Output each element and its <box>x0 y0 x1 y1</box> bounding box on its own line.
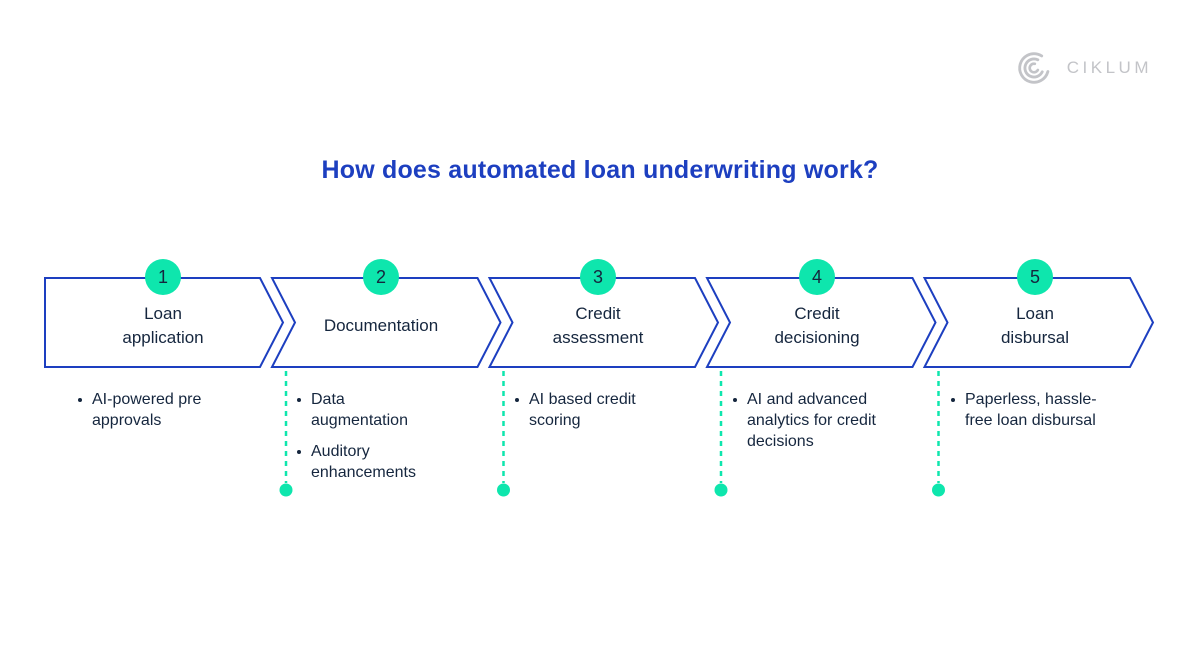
step-3-bullets: AI based credit scoring <box>513 389 698 441</box>
step-2-label: Documentation <box>323 315 439 335</box>
connector-dot-3 <box>714 483 728 497</box>
bullet-item: Auditory enhancements <box>295 441 480 483</box>
bullet-text: Paperless, hassle- free loan disbursal <box>965 391 1097 429</box>
step-1-number-badge: 1 <box>145 259 181 295</box>
connector-dot-2 <box>497 483 510 497</box>
step-4-number-badge: 4 <box>799 259 835 295</box>
bullet-item: Paperless, hassle- free loan disbursal <box>949 389 1134 431</box>
bullet-text: AI and advanced analytics for credit dec… <box>747 391 876 450</box>
bullet-text: Auditory enhancements <box>311 443 416 481</box>
step-4-bullets: AI and advanced analytics for credit dec… <box>731 389 916 462</box>
connector-dot-4 <box>932 483 945 497</box>
bullet-item: AI and advanced analytics for credit dec… <box>731 389 916 452</box>
bullet-text: AI based credit scoring <box>529 391 636 429</box>
chevron-step-3 <box>487 277 720 368</box>
step-4-label: Credit decisioning <box>774 303 860 347</box>
step-3-label: Credit assessment <box>552 303 644 347</box>
connector-dot-1 <box>279 483 293 497</box>
ciklum-logo-text: CIKLUM <box>1066 58 1152 77</box>
step-2-bullets: Data augmentation Auditory enhancements <box>295 389 480 493</box>
chevron-step-5 <box>922 277 1155 368</box>
bullet-dot-icon <box>297 398 301 402</box>
bullet-dot-icon <box>297 450 301 454</box>
step-2-number-badge: 2 <box>363 259 399 295</box>
bullet-item: AI-powered pre approvals <box>76 389 261 431</box>
bullet-text: AI-powered pre approvals <box>92 391 202 429</box>
bullet-dot-icon <box>78 398 82 402</box>
bullet-dot-icon <box>951 398 955 402</box>
page-title: How does automated loan underwriting wor… <box>321 156 879 184</box>
step-5-bullets: Paperless, hassle- free loan disbursal <box>949 389 1134 441</box>
bullet-text: Data augmentation <box>311 391 408 429</box>
bullet-dot-icon <box>515 398 519 402</box>
bullet-item: Data augmentation <box>295 389 480 431</box>
ciklum-logo: CIKLUM <box>1013 47 1152 89</box>
ciklum-logo-icon <box>1018 52 1050 84</box>
step-5-number-badge: 5 <box>1017 259 1053 295</box>
step-5-label: Loan disbursal <box>1000 303 1070 347</box>
bullet-dot-icon <box>733 398 737 402</box>
step-1-label: Loan application <box>122 303 204 347</box>
chevron-step-2 <box>270 277 502 368</box>
chevron-step-4 <box>705 277 937 368</box>
step-1-bullets: AI-powered pre approvals <box>76 389 261 441</box>
step-3-number-badge: 3 <box>580 259 616 295</box>
bullet-item: AI based credit scoring <box>513 389 698 431</box>
chevron-step-1 <box>44 277 285 368</box>
